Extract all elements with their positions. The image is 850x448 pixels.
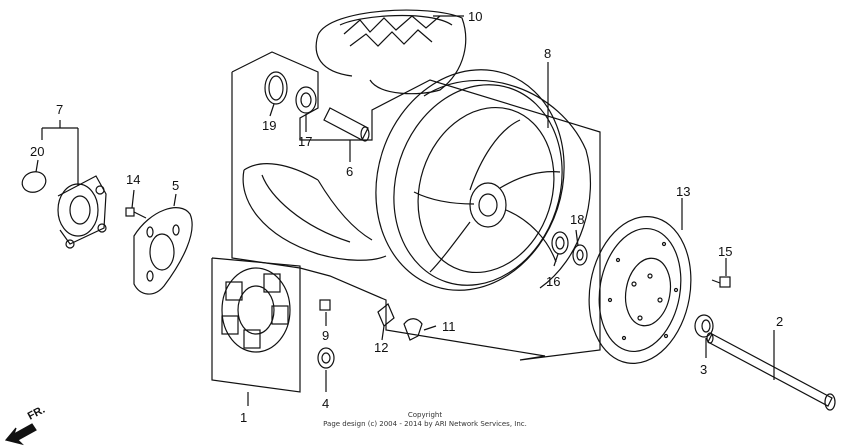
bolt-14 (125, 207, 147, 219)
tire-upper (315, 9, 467, 95)
callout-18: 18 (570, 212, 584, 227)
callout-5: 5 (172, 178, 179, 193)
callout-2: 2 (776, 314, 783, 329)
driven-flange (57, 175, 107, 249)
callout-14: 14 (126, 172, 140, 187)
tire-lower (242, 163, 387, 261)
rear-wheel (375, 69, 592, 291)
callout-11: 11 (442, 319, 456, 334)
washer-4 (317, 347, 335, 369)
clip-12 (377, 303, 395, 327)
bearing-18 (572, 244, 588, 266)
callout-13: 13 (676, 184, 690, 199)
oring-20 (21, 171, 47, 193)
callout-20: 20 (30, 144, 44, 159)
callout-8: 8 (544, 46, 551, 61)
wheel-damper (221, 267, 291, 353)
clip-9 (319, 299, 331, 311)
bearing-17 (295, 86, 317, 114)
axle (706, 332, 836, 411)
callout-19: 19 (262, 118, 276, 133)
flange-plate (133, 207, 193, 295)
damper-assembly-frame (211, 257, 301, 393)
callout-7: 7 (56, 102, 63, 117)
callout-3: 3 (700, 362, 707, 377)
callout-1: 1 (240, 410, 247, 425)
brake-disc (588, 216, 692, 364)
callout-12: 12 (374, 340, 388, 355)
bearing-16 (551, 231, 569, 255)
callout-9: 9 (322, 328, 329, 343)
wheel-assembly-frame (231, 51, 601, 361)
callout-6: 6 (346, 164, 353, 179)
bolt-15 (711, 276, 731, 288)
axle-sleeve (323, 107, 370, 142)
callout-10: 10 (468, 9, 482, 24)
callout-17: 17 (298, 134, 312, 149)
collar-3 (694, 314, 714, 338)
front-direction-arrow (4, 423, 37, 446)
copyright-line-1: Copyright (407, 411, 443, 419)
oil-seal-19 (264, 71, 288, 105)
copyright-line-2: Page design (c) 2004 - 2014 by ARI Netwo… (323, 420, 527, 428)
callout-4: 4 (322, 396, 329, 411)
air-valve-11 (403, 318, 423, 341)
callout-16: 16 (546, 274, 560, 289)
callout-15: 15 (718, 244, 732, 259)
